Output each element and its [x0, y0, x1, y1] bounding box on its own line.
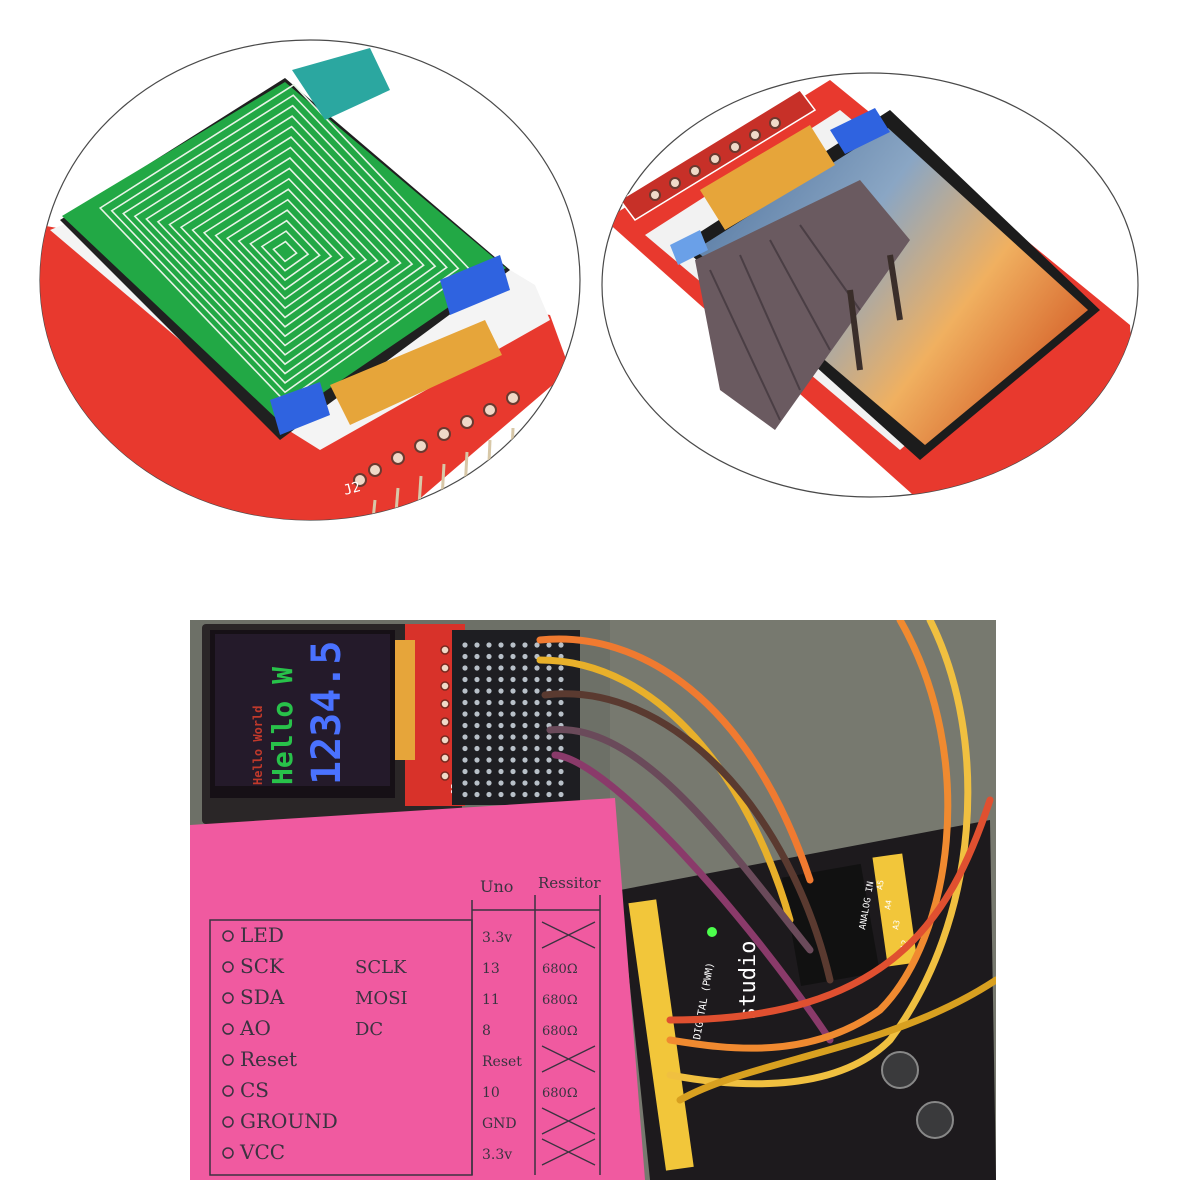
- pin-circle: [222, 961, 234, 973]
- note-cross: [541, 1107, 596, 1135]
- note-pin: SDA: [240, 985, 285, 1009]
- left-module-vignette: J2: [30, 30, 590, 530]
- pin-circle: [222, 1085, 234, 1097]
- note-cross: [541, 1045, 596, 1073]
- pink-note: [190, 798, 645, 1180]
- right-photo-screen: [695, 128, 1088, 445]
- note-uno: 3.3v: [482, 1147, 512, 1163]
- note-header-uno: Uno: [480, 877, 513, 896]
- note-header-resistor: Ressitor: [538, 874, 601, 892]
- pin-circle: [222, 992, 234, 1004]
- left-green-screen: [62, 82, 506, 422]
- note-uno: 11: [482, 992, 500, 1008]
- pin-circle: [222, 930, 234, 942]
- svg-text:A4: A4: [883, 899, 894, 910]
- note-res: 680Ω: [542, 962, 578, 977]
- note-pin: GROUND: [240, 1109, 338, 1133]
- pin-circle: [222, 1116, 234, 1128]
- note-uno: 8: [482, 1023, 491, 1039]
- svg-text:A5: A5: [875, 879, 886, 890]
- note-pin: SCK: [240, 954, 285, 978]
- tft-module: J2 Hello World Hello W 1234.5: [202, 624, 465, 824]
- note-func: SCLK: [355, 957, 407, 978]
- right-module-vignette: J2: [600, 70, 1140, 510]
- note-uno: 3.3v: [482, 930, 512, 946]
- svg-text:A3: A3: [891, 919, 902, 930]
- note-uno: Reset: [482, 1054, 522, 1070]
- tft-line-3: 1234.5: [304, 641, 350, 786]
- note-uno: 13: [482, 961, 500, 977]
- board-brand: studio: [736, 941, 761, 1020]
- note-uno: 10: [482, 1085, 500, 1101]
- note-pin: AO: [239, 1016, 271, 1040]
- note-cross: [541, 1138, 596, 1166]
- wiring-photo: J2 Hello World Hello W 1234.5 studio DIG…: [190, 620, 996, 1180]
- tft-line-1: Hello World: [251, 706, 265, 785]
- note-func: MOSI: [355, 988, 408, 1009]
- note-res: 680Ω: [542, 1024, 578, 1039]
- note-func: DC: [355, 1019, 383, 1040]
- note-pin: Reset: [240, 1047, 297, 1071]
- note-pin: LED: [240, 923, 284, 947]
- jumper-wires: [536, 620, 996, 1104]
- pin-circle: [222, 1023, 234, 1035]
- pin-circle: [222, 1147, 234, 1159]
- note-res: 680Ω: [542, 993, 578, 1008]
- pin-circle: [222, 1054, 234, 1066]
- note-cross: [541, 921, 596, 949]
- note-table-lines: [209, 895, 601, 1176]
- note-pin: CS: [240, 1078, 269, 1102]
- note-res: 680Ω: [542, 1086, 578, 1101]
- left-module-label: J2: [342, 479, 362, 499]
- note-uno: GND: [482, 1116, 517, 1132]
- note-pin: VCC: [239, 1140, 285, 1164]
- tft-line-2: Hello W: [266, 667, 299, 785]
- right-module-label: J2: [769, 85, 790, 106]
